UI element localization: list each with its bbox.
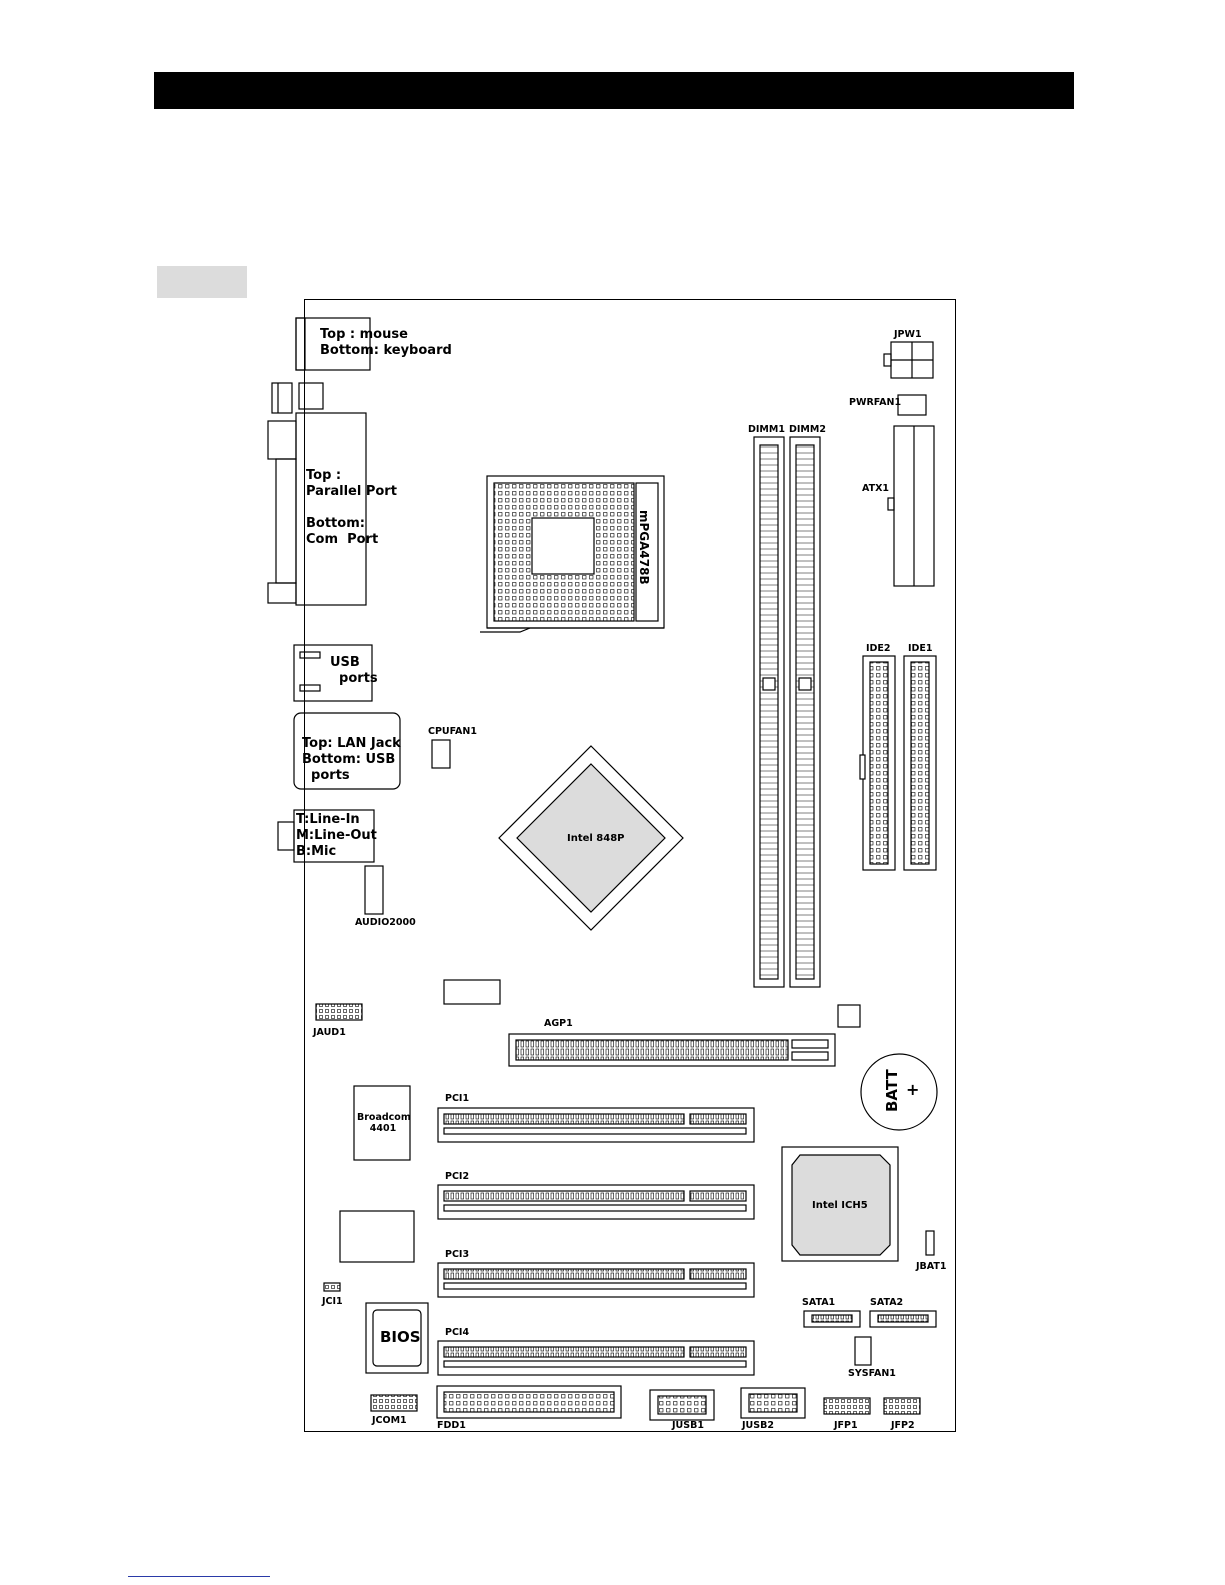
pci4-label: PCI4: [445, 1327, 470, 1338]
parallel-com-label: Top : Parallel Port Bottom: Com Port: [306, 468, 397, 547]
sata2-connector: [869, 1310, 937, 1328]
dimm2-slot: [789, 436, 821, 988]
pci3-slot: [437, 1262, 755, 1298]
chip-square: [837, 1004, 861, 1028]
pci2-slot: [437, 1184, 755, 1220]
northbridge-chip: [498, 745, 684, 931]
motherboard-outline: [304, 299, 956, 1432]
audio2000-label: AUDIO2000: [355, 917, 416, 928]
pci2-label: PCI2: [445, 1171, 470, 1182]
header-bar: [154, 72, 1074, 109]
audio-jack-label: T:Line-In M:Line-Out B:Mic: [296, 812, 377, 859]
ps2-label: Top : mouse Bottom: keyboard: [320, 327, 452, 358]
pci4-slot: [437, 1340, 755, 1376]
jusb2-label: JUSB2: [742, 1420, 774, 1431]
lan-usb-label: Top: LAN Jack Bottom: USB ports: [302, 736, 401, 783]
chip-small: [443, 979, 501, 1005]
jpw1-connector: [883, 341, 934, 379]
southbridge-label: Intel ICH5: [812, 1200, 868, 1211]
jcom1-header: [370, 1394, 418, 1412]
jusb2-header: [740, 1387, 806, 1419]
ide1-label: IDE1: [908, 643, 933, 654]
battery: [860, 1053, 938, 1131]
jpw1-label: JPW1: [894, 329, 922, 340]
usb-ports-label: USB ports: [330, 655, 378, 686]
lan-chip-label: Broadcom 4401: [357, 1112, 411, 1134]
agp1-slot: [508, 1033, 836, 1067]
batt-label: BATT: [883, 1069, 901, 1112]
pci1-slot: [437, 1107, 755, 1143]
bios-chip: [365, 1302, 429, 1374]
jbat1-label: JBAT1: [916, 1261, 947, 1272]
southbridge-chip: [781, 1146, 899, 1262]
jfp2-label: JFP2: [891, 1420, 915, 1431]
agp1-label: AGP1: [544, 1018, 573, 1029]
sysfan1-header: [854, 1336, 872, 1366]
section-tab: [157, 266, 247, 298]
cpufan1-header: [431, 739, 451, 769]
fdd1-connector: [436, 1385, 622, 1419]
audio-jack-connector: [277, 809, 375, 863]
sata1-connector: [803, 1310, 861, 1328]
usb-connector: [293, 644, 373, 702]
footer-rule: [128, 1576, 270, 1577]
jbat1-header: [925, 1230, 935, 1256]
jfp1-header: [823, 1397, 871, 1415]
pci3-label: PCI3: [445, 1249, 470, 1260]
parallel-com-connector: [267, 412, 367, 606]
lan-usb-connector: [293, 712, 401, 790]
pwrfan1-header: [897, 394, 927, 416]
dimm1-slot: [753, 436, 785, 988]
fdd1-label: FDD1: [437, 1420, 466, 1431]
ps2-connector: [295, 317, 371, 371]
pci1-label: PCI1: [445, 1093, 470, 1104]
jcom1-label: JCOM1: [372, 1415, 407, 1426]
jci1-header: [323, 1282, 341, 1292]
sata1-label: SATA1: [802, 1297, 836, 1308]
ide2-connector: [859, 655, 896, 871]
jci1-label: JCI1: [322, 1296, 343, 1307]
cpu-socket: [480, 475, 665, 633]
jusb1-label: JUSB1: [672, 1420, 704, 1431]
bios-label: BIOS: [380, 1328, 421, 1346]
northbridge-label: Intel 848P: [567, 833, 625, 844]
ide2-label: IDE2: [866, 643, 891, 654]
dimm2-label: DIMM2: [789, 424, 826, 435]
sata2-label: SATA2: [870, 1297, 904, 1308]
ps2-lower-clip: [271, 382, 324, 414]
jusb1-header: [649, 1389, 715, 1421]
atx1-label: ATX1: [862, 483, 890, 494]
jfp2-header: [883, 1397, 921, 1415]
socket-label: mPGA478B: [637, 510, 651, 585]
lan-chip: [353, 1085, 411, 1161]
ide1-connector: [903, 655, 937, 871]
batt-plus-label: +: [906, 1080, 920, 1099]
jaud1-header: [315, 1003, 363, 1021]
pwrfan1-label: PWRFAN1: [849, 397, 902, 408]
atx1-connector: [887, 425, 935, 587]
chip-blank: [339, 1210, 415, 1263]
sysfan1-label: SYSFAN1: [848, 1368, 896, 1379]
jfp1-label: JFP1: [834, 1420, 858, 1431]
jaud1-label: JAUD1: [313, 1027, 346, 1038]
dimm1-label: DIMM1: [748, 424, 785, 435]
audio2000-header: [364, 865, 384, 915]
cpufan1-label: CPUFAN1: [428, 726, 477, 737]
